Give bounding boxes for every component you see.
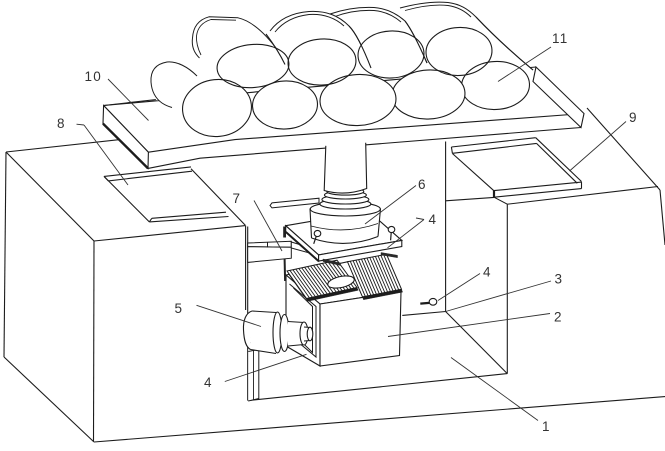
svg-text:11: 11 [552,31,568,46]
svg-text:10: 10 [85,69,102,84]
svg-text:2: 2 [554,310,563,325]
svg-text:8: 8 [57,116,66,131]
svg-text:9: 9 [629,110,638,125]
svg-text:1: 1 [542,419,551,434]
svg-text:4: 4 [204,375,213,390]
svg-text:4: 4 [429,212,438,227]
svg-text:7: 7 [233,191,242,206]
svg-text:5: 5 [175,301,184,316]
svg-text:3: 3 [555,272,564,287]
svg-text:4: 4 [483,265,492,280]
svg-text:6: 6 [418,177,427,192]
